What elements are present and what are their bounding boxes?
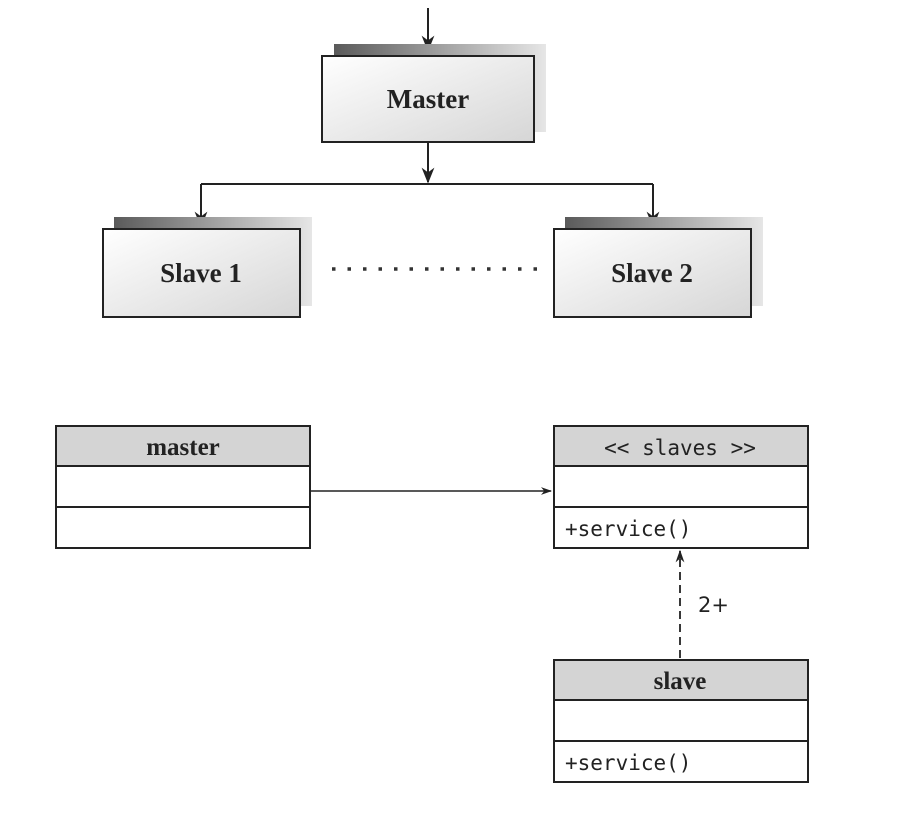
slave-1-box-label: Slave 1 [160, 258, 242, 288]
slaves-interface-operations [553, 506, 809, 549]
master-class-operations [55, 506, 311, 549]
master-box-body [321, 55, 535, 143]
top-hierarchy-diagram: Master Slave 1 Slave 2 [102, 8, 763, 318]
slave-class-header [553, 659, 809, 701]
slaves-interface-attributes [553, 465, 809, 508]
slave-1-box-shadow [114, 217, 312, 306]
slave-class-operation: +service() [565, 751, 691, 775]
slave-class-attributes [553, 699, 809, 742]
slave-1-box-body [102, 228, 301, 318]
master-class-name: master [146, 434, 220, 461]
master-class-attributes [55, 465, 311, 508]
multiplicity-label: 2+ [698, 593, 729, 617]
uml-class-diagram: master << slaves >> +service() 2+ slave … [55, 425, 809, 783]
master-box-label: Master [387, 84, 469, 114]
master-box: Master [321, 44, 546, 143]
slave-class-operations [553, 740, 809, 783]
slave-class: slave +service() [553, 659, 809, 783]
master-to-slaves-connector [194, 142, 660, 228]
master-box-shadow [334, 44, 546, 132]
slaves-interface-operation: +service() [565, 517, 691, 541]
slave-2-box-shadow [565, 217, 763, 306]
slaves-interface-stereotype: << slaves >> [604, 436, 756, 460]
slave-2-box-body [553, 228, 752, 318]
slave-class-name: slave [654, 668, 707, 695]
slave-2-box-label: Slave 2 [611, 258, 693, 288]
slave-2-box: Slave 2 [553, 217, 763, 318]
master-class: master [55, 425, 311, 549]
slave-1-box: Slave 1 [102, 217, 312, 318]
slaves-interface: << slaves >> +service() [553, 425, 809, 549]
